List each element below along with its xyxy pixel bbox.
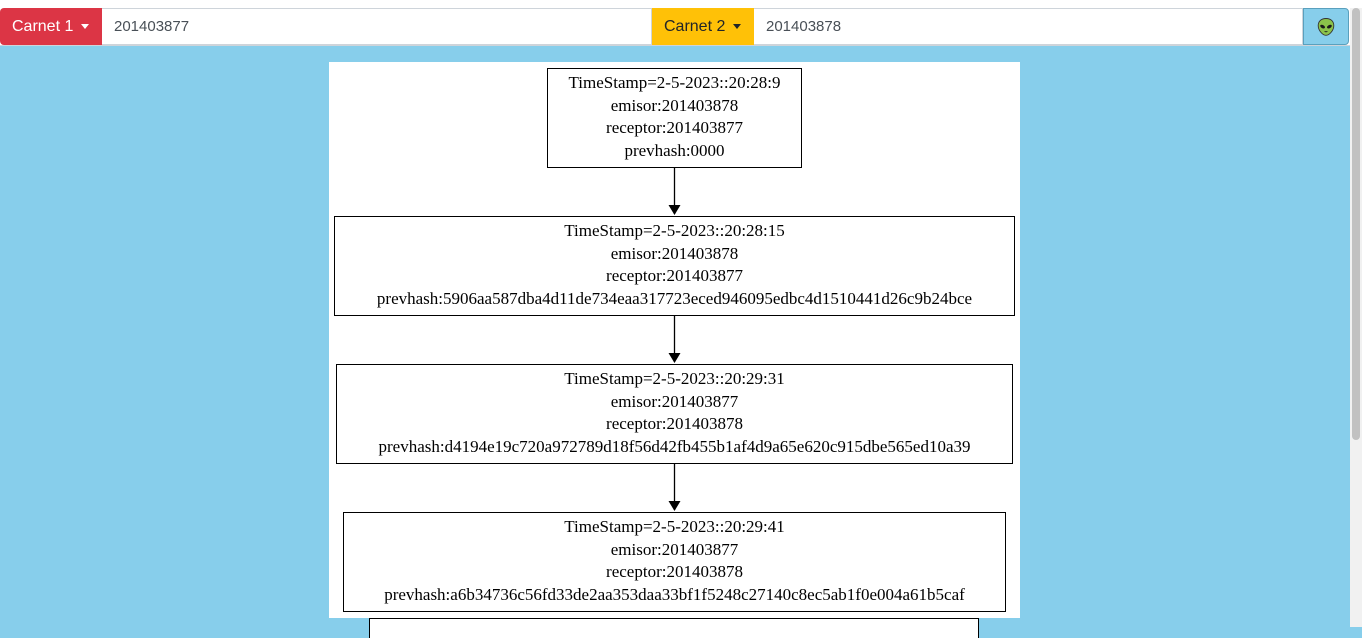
carnet-toolbar: Carnet 1 Carnet 2 xyxy=(0,8,1350,46)
alien-icon xyxy=(1317,17,1335,36)
carnet2-label: Carnet 2 xyxy=(664,18,726,35)
carnet1-label: Carnet 1 xyxy=(12,18,74,35)
block-receptor: receptor:201403878 xyxy=(606,414,743,434)
block-prevhash: prevhash:0000 xyxy=(624,140,725,160)
block-node-partial xyxy=(369,618,979,638)
chevron-down-icon xyxy=(733,24,742,29)
block-receptor: receptor:201403877 xyxy=(606,118,743,138)
block-node: TimeStamp=2-5-2023::20:29:41 emisor:2014… xyxy=(343,512,1006,612)
block-timestamp: TimeStamp=2-5-2023::20:28:9 xyxy=(568,73,781,92)
block-timestamp: TimeStamp=2-5-2023::20:29:31 xyxy=(564,369,785,388)
block-emisor: emisor:201403878 xyxy=(610,243,739,263)
carnet2-input[interactable] xyxy=(754,8,1303,45)
block-emisor: emisor:201403877 xyxy=(610,391,739,411)
carnet1-input[interactable] xyxy=(102,8,652,45)
vertical-scrollbar[interactable] xyxy=(1350,8,1362,627)
carnet2-dropdown-button[interactable]: Carnet 2 xyxy=(652,8,754,45)
block-emisor: emisor:201403877 xyxy=(610,539,739,559)
scrollbar-thumb[interactable] xyxy=(1352,8,1360,440)
window-top-strip xyxy=(0,0,1362,8)
block-timestamp: TimeStamp=2-5-2023::20:28:15 xyxy=(564,221,785,240)
chevron-down-icon xyxy=(81,24,90,29)
block-timestamp: TimeStamp=2-5-2023::20:29:41 xyxy=(564,517,785,536)
block-prevhash: prevhash:d4194e19c720a972789d18f56d42fb4… xyxy=(378,436,971,456)
block-node: TimeStamp=2-5-2023::20:28:9 emisor:20140… xyxy=(547,68,802,168)
block-prevhash: prevhash:a6b34736c56fd33de2aa353daa33bf1… xyxy=(384,584,965,604)
block-emisor: emisor:201403878 xyxy=(610,95,739,115)
block-receptor: receptor:201403878 xyxy=(606,562,743,582)
carnet1-dropdown-button[interactable]: Carnet 1 xyxy=(0,8,102,45)
block-node: TimeStamp=2-5-2023::20:29:31 emisor:2014… xyxy=(336,364,1013,464)
block-receptor: receptor:201403877 xyxy=(606,266,743,286)
block-node: TimeStamp=2-5-2023::20:28:15 emisor:2014… xyxy=(334,216,1015,316)
block-prevhash: prevhash:5906aa587dba4d11de734eaa317723e… xyxy=(376,288,973,308)
alien-action-button[interactable] xyxy=(1303,8,1349,45)
